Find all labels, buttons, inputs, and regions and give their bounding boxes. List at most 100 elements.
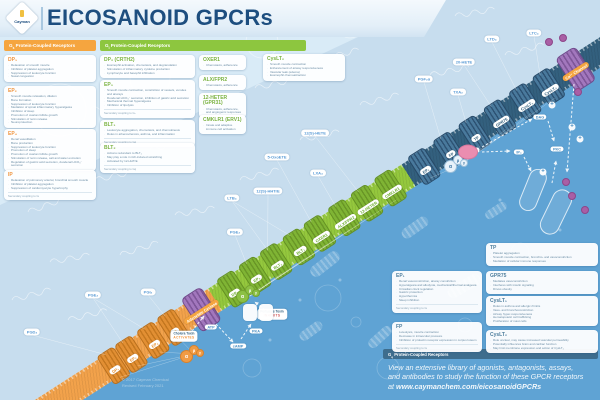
header: Cayman bbox=[0, 0, 446, 37]
copyright-line: © 2017 Cayman Chemical bbox=[122, 377, 169, 382]
bullet-item: Neuroprotection bbox=[8, 120, 92, 125]
ligand-pill: 12(S)-HETE bbox=[301, 129, 329, 137]
box-footer: Secondary coupling to Gᵢ bbox=[396, 343, 478, 350]
bullet-item: Suppression of leukocyte function bbox=[8, 71, 92, 76]
receptor-box-title: EP₄ bbox=[8, 130, 18, 137]
ligand-pill: LTC₄ bbox=[526, 29, 542, 37]
bullet-item: Platelet aggregation bbox=[490, 251, 594, 256]
ligand-pill: TXA₂ bbox=[450, 88, 466, 96]
bullet-item: Inhibition of prolactin receptor express… bbox=[396, 338, 478, 343]
toxin-name: Cholera Toxin bbox=[173, 331, 195, 336]
receptor-box: ALX/FPR2Chemotaxis, adherence bbox=[199, 75, 246, 91]
group-header-text: G bbox=[105, 43, 109, 48]
ligand-pill: LXA₄ bbox=[310, 169, 326, 177]
promo-line: View an extensive library of agonists, a… bbox=[388, 363, 574, 372]
group-header-text: G bbox=[388, 351, 392, 357]
signal-label: cAMP bbox=[230, 343, 246, 349]
bullet-item: Stimulation of renin release bbox=[8, 117, 92, 122]
receptor-box-title: IP bbox=[8, 171, 13, 178]
page-title: EICOSANOID GPCRs bbox=[47, 5, 274, 30]
receptor-box: CysLT₂Smooth muscle contractionEnhanceme… bbox=[263, 54, 345, 81]
bullet-item: Regulation of gastric acid secretion, du… bbox=[8, 160, 92, 169]
group-header-gs: Gs Protein-Coupled Receptors bbox=[4, 40, 96, 51]
bullet-item: Promotion of ovarian follicle growth bbox=[8, 113, 92, 118]
box-footer: Secondary coupling to Gᵢ bbox=[8, 191, 92, 198]
receptor-box-title: DP₁ bbox=[8, 56, 18, 63]
receptor-box-title: TP bbox=[490, 244, 497, 251]
bullet-item: Bone formation bbox=[8, 98, 92, 103]
receptor-box-title: CysLT₁ bbox=[490, 297, 507, 304]
bullet-item: Chemotaxis, adherence bbox=[203, 83, 242, 88]
group-header-text: G bbox=[9, 43, 13, 48]
bullet-item: Hyperalgesia and allodynia, mechanical/t… bbox=[396, 283, 478, 288]
receptor-box-title: CMKLR1 (ERV1) bbox=[203, 116, 242, 123]
bullet-item: Stimulation of renin release, salt and w… bbox=[8, 156, 92, 161]
ligand-pill: 12(S)-HHTrE bbox=[253, 187, 283, 195]
bullet-item: Enhancement of airway responsiveness bbox=[267, 66, 341, 71]
g-protein-subunit: γ bbox=[252, 289, 260, 297]
bullet-item: Gastric protection bbox=[396, 290, 478, 295]
pka-subunit-icon bbox=[243, 304, 257, 321]
receptor-box-title: CysLT₂ bbox=[490, 331, 508, 338]
bullet-item: Lymphocyte and basophil infiltration bbox=[104, 71, 191, 76]
bullet-item: Innate and adaptive immune cell activati… bbox=[203, 123, 242, 132]
plus-icon: + bbox=[539, 168, 547, 176]
bullet-item: Inhibition of platelet aggregation bbox=[8, 67, 92, 72]
bullet-item: Suppression of leukocyte function bbox=[8, 145, 92, 150]
bullet-item: May play a role in itch-induced scratchi… bbox=[104, 155, 191, 160]
promo-prefix: at bbox=[388, 381, 396, 391]
plc-beta-icon bbox=[458, 144, 478, 160]
bullet-item: Smooth muscle contraction, constriction … bbox=[104, 88, 191, 97]
ligand-pill: PGE₂ bbox=[226, 228, 244, 236]
bullet-item: Relaxation of pulmonary arterial, bronch… bbox=[8, 178, 92, 183]
calcium-ion-icon bbox=[581, 206, 589, 214]
bullet-item: Renal vasodilation bbox=[8, 137, 92, 142]
bullet-item: Vaso- and bronchoconstriction bbox=[490, 308, 594, 313]
plus-icon: + bbox=[576, 135, 584, 143]
receptor-box-title: OXER1 bbox=[203, 56, 220, 63]
receptor-box: EP₂Smooth muscle relaxation, dilationBon… bbox=[4, 86, 96, 128]
receptor-box-title: CysLT₂ bbox=[267, 55, 285, 62]
calcium-ion-icon bbox=[562, 178, 570, 186]
plus-icon: + bbox=[548, 101, 556, 109]
promo-url-link[interactable]: www.caymanchem.com/eicosanoidGPCRs bbox=[396, 381, 542, 391]
bullet-item: Eosinophil chemoattraction bbox=[267, 73, 341, 78]
bullet-item: Sleep inhibition bbox=[396, 298, 478, 303]
receptor-box-title: EP₃ bbox=[104, 81, 113, 88]
receptor-box: 12-HETER (GPR31)Chemotaxis, adherence, a… bbox=[199, 93, 246, 118]
bullet-item: Roles in asthma and allergic rhinitis bbox=[490, 304, 594, 309]
copyright-line: Revised February 2021 bbox=[122, 382, 164, 388]
receptor-box: BLT₂Actions redundant to BLT₁May play a … bbox=[100, 143, 195, 174]
box-footer: Secondary coupling to Gᵢ bbox=[396, 304, 478, 310]
bullet-item: Inhibition of lipolysis bbox=[104, 103, 191, 108]
receptor-box-title: BLT₁ bbox=[104, 121, 116, 128]
bullet-item: Smooth muscle relaxation, dilation bbox=[8, 94, 92, 99]
ligand-pill: LTB₄ bbox=[224, 194, 240, 202]
bullet-item: Role unclear, may cause increased vascul… bbox=[490, 338, 594, 343]
bullet-item: Decrease in intraocular pressure bbox=[396, 334, 478, 339]
bullet-item: Hematopoietic cell trafficking bbox=[490, 315, 594, 320]
calcium-ion-icon bbox=[559, 34, 567, 42]
receptor-box: BLT₁Leukocyte aggregation, chemotaxis, a… bbox=[100, 120, 195, 147]
g-protein-subunit: γ bbox=[460, 159, 468, 167]
bullet-item: Airway hyper-responsiveness bbox=[490, 312, 594, 317]
bullet-item: Roles in atherosclerosis, asthma, and in… bbox=[104, 132, 191, 137]
header-divider bbox=[41, 7, 43, 30]
bullet-item: Suppression of cardiomyocyte hypertrophy bbox=[8, 186, 92, 191]
receptor-box: DP₁Relaxation of smooth muscleInhibition… bbox=[4, 55, 96, 82]
bullet-item: Inhibition of sleep bbox=[8, 109, 92, 114]
bullet-item: Promotion of ovarian follicle growth bbox=[8, 152, 92, 157]
receptor-box: EP₁Renal vasoconstriction, airway constr… bbox=[392, 271, 482, 313]
receptor-box-title: BLT₂ bbox=[104, 144, 116, 151]
group-header-sub: s bbox=[12, 45, 15, 50]
bullet-item: May limit membrane expression and action… bbox=[490, 346, 594, 351]
box-footer: Secondary coupling to Gq bbox=[104, 138, 191, 144]
receptor-box: GPR75Mediates vasoconstrictionInterferes… bbox=[486, 271, 598, 294]
bullet-item: Circadian clock regulation bbox=[396, 287, 478, 292]
bullet-item: Stimulation of inflammatory cytokine pro… bbox=[104, 67, 191, 72]
bullet-item: Smooth muscle contraction, bronchio- and… bbox=[490, 255, 594, 260]
bullet-item: Leukocyte aggregation, chemotaxis, and c… bbox=[104, 128, 191, 133]
promo-text: View an extensive library of agonists, a… bbox=[388, 363, 598, 391]
receptor-box-title: 12-HETER (GPR31) bbox=[203, 94, 228, 106]
